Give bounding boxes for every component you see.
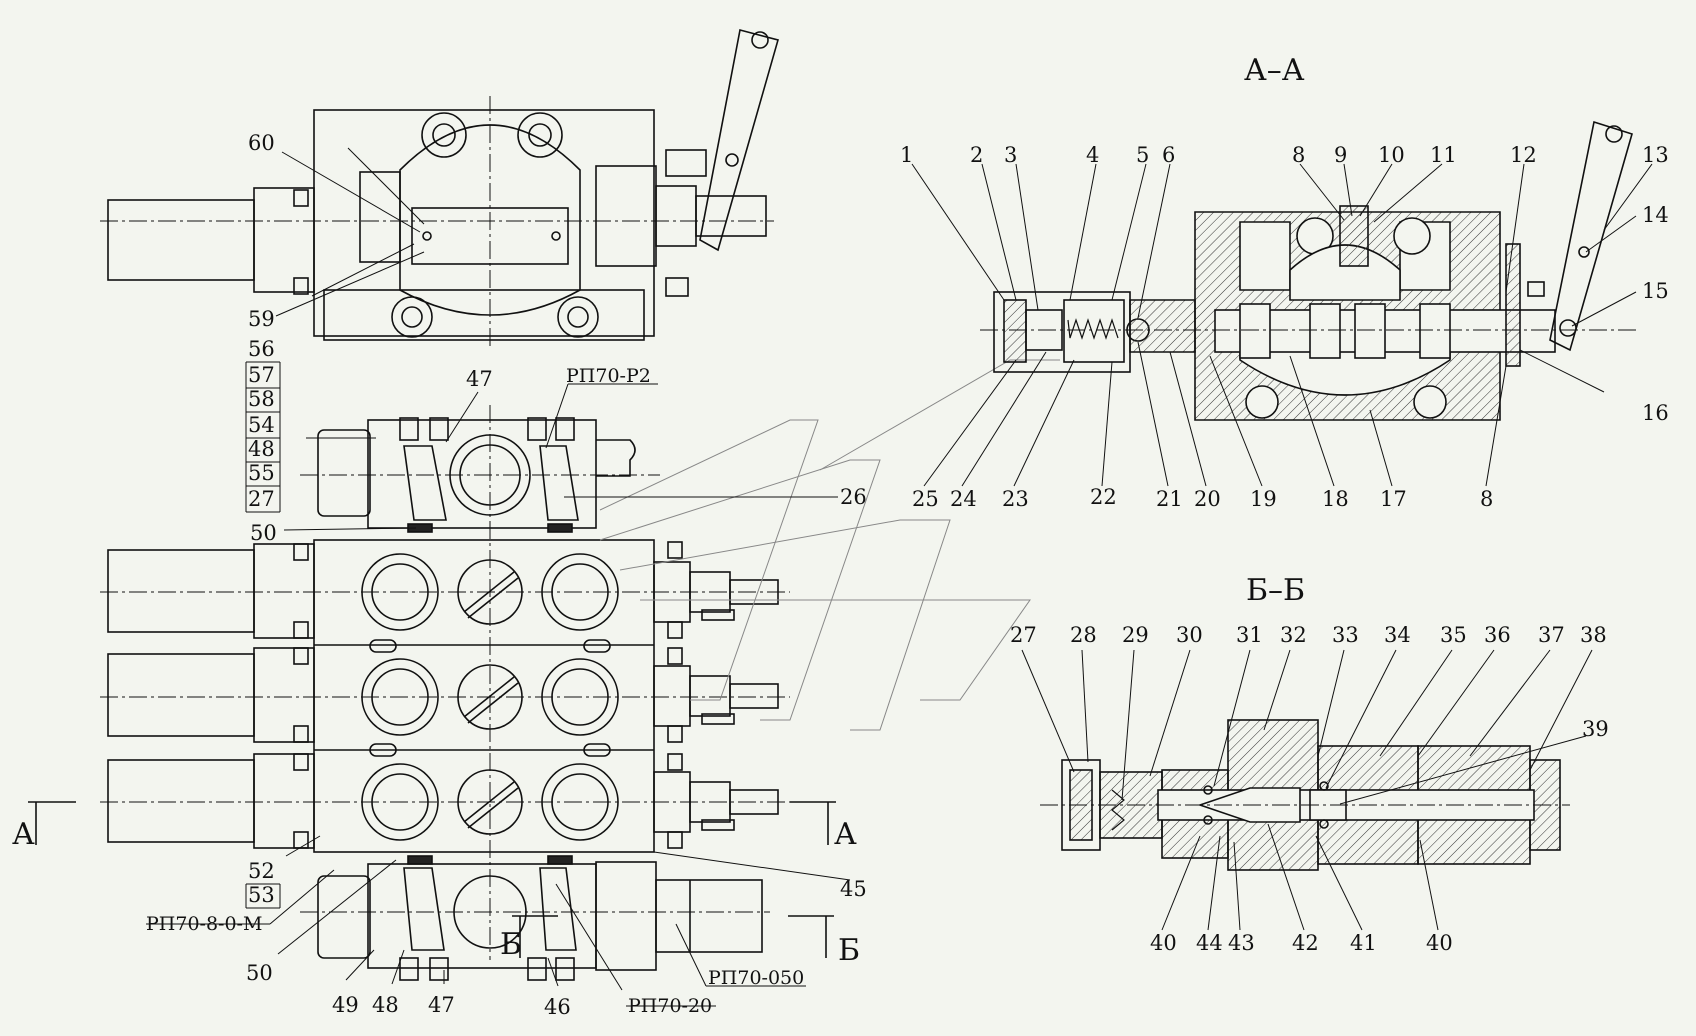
callout: 43: [1228, 931, 1255, 955]
callout: 17: [1380, 487, 1407, 511]
callout: 38: [1580, 623, 1607, 647]
callout: 49: [332, 993, 359, 1017]
callout: 6: [1162, 143, 1175, 167]
callout: 53: [248, 883, 275, 907]
callout: 31: [1236, 623, 1263, 647]
callout: 47: [466, 367, 493, 391]
section-bb-drawing: [1061, 719, 1561, 871]
section-mark-a-left: А: [12, 817, 35, 852]
main-valve-body: [107, 539, 779, 853]
callout: 52: [248, 859, 275, 883]
section-aa-drawing: [993, 120, 1633, 421]
aa-callouts: 1 2 3 4 5 6 8 9 10 11 12 13 14 15 16 25 …: [900, 143, 1669, 511]
callout: 1: [900, 143, 913, 167]
top-view: [107, 29, 779, 341]
callout: 58: [248, 387, 275, 411]
callout: 9: [1334, 143, 1347, 167]
callout: 44: [1196, 931, 1223, 955]
callout: 59: [248, 307, 275, 331]
part-code-outlet-cap: РП70-050: [708, 967, 804, 989]
section-cut-markers: [28, 801, 836, 958]
callout: 40: [1426, 931, 1453, 955]
callout: 26: [840, 485, 867, 509]
callout-boxes: [245, 361, 281, 909]
section-mark-b-right: Б: [838, 933, 860, 968]
callout: 27: [248, 487, 275, 511]
callout: 32: [1280, 623, 1307, 647]
callout: 50: [250, 521, 277, 545]
callout: 48: [248, 437, 275, 461]
section-mark-b-left: Б: [500, 927, 522, 962]
callout: 16: [1642, 401, 1669, 425]
callout: 47: [428, 993, 455, 1017]
callout: 21: [1156, 487, 1183, 511]
callout: 33: [1332, 623, 1359, 647]
callout: 57: [248, 363, 275, 387]
left-callouts: 60 59 56 57 58 54 48 55 27 47 26 50 52 5…: [246, 131, 867, 1019]
callout: 24: [950, 487, 977, 511]
callout: 34: [1384, 623, 1411, 647]
section-aa-title: А–А: [1244, 53, 1305, 88]
bb-callouts: 27 28 29 30 31 32 33 34 35 36 37 38 39 4…: [1010, 623, 1609, 955]
callout: 5: [1136, 143, 1149, 167]
callout: 4: [1086, 143, 1099, 167]
callout: 36: [1484, 623, 1511, 647]
section-mark-a-right: А: [834, 817, 857, 852]
callout: 39: [1582, 717, 1609, 741]
callout: 55: [248, 461, 275, 485]
callout: 42: [1292, 931, 1319, 955]
callout: 37: [1538, 623, 1565, 647]
callout: 10: [1378, 143, 1405, 167]
part-code-bottom-valve: РП70-20: [628, 995, 712, 1017]
callout: 8: [1480, 487, 1493, 511]
callout: 22: [1090, 485, 1117, 509]
section-bb-title: Б–Б: [1246, 573, 1305, 608]
leader-lines: [146, 151, 1653, 1007]
callout: 20: [1194, 487, 1221, 511]
callout: 8: [1292, 143, 1305, 167]
flow-path-ghost: [599, 359, 1060, 731]
callout: 45: [840, 877, 867, 901]
part-code-main-body: РП70-8-0-М: [146, 913, 262, 935]
callout: 23: [1002, 487, 1029, 511]
callout: 18: [1322, 487, 1349, 511]
callout: 28: [1070, 623, 1097, 647]
callout: 3: [1004, 143, 1017, 167]
callout: 27: [1010, 623, 1037, 647]
part-code-top-valve: РП70-Р2: [566, 365, 651, 387]
callout: 48: [372, 993, 399, 1017]
callout: 40: [1150, 931, 1177, 955]
callout: 54: [248, 413, 275, 437]
callout: 25: [912, 487, 939, 511]
callout: 29: [1122, 623, 1149, 647]
callout: 46: [544, 995, 571, 1019]
callout: 30: [1176, 623, 1203, 647]
callout: 50: [246, 961, 273, 985]
callout: 14: [1642, 203, 1669, 227]
bottom-valve-section: [317, 855, 763, 981]
callout: 2: [970, 143, 983, 167]
callout: 12: [1510, 143, 1537, 167]
callout: 60: [248, 131, 275, 155]
callout: 15: [1642, 279, 1669, 303]
callout: 13: [1642, 143, 1669, 167]
callout: 19: [1250, 487, 1277, 511]
callout: 11: [1430, 143, 1457, 167]
callout: 41: [1350, 931, 1377, 955]
callout: 35: [1440, 623, 1467, 647]
callout: 56: [248, 337, 275, 361]
